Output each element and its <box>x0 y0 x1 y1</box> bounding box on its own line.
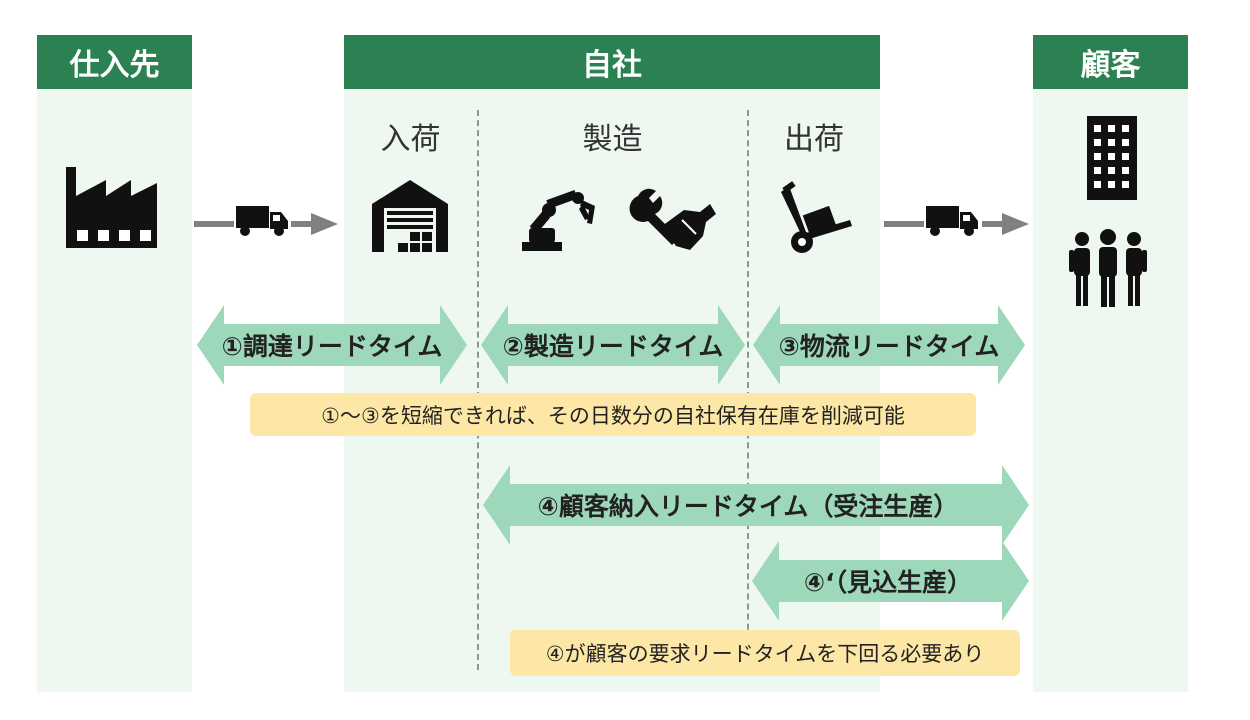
stage-manufacturing: 製造 <box>582 122 643 157</box>
note-reduce-inventory: ①～③を短縮できれば、その日数分の自社保有在庫を削減可能 <box>250 393 976 436</box>
manufacturing-lead-time-label: ②製造リードタイム <box>503 332 724 361</box>
supplier-column <box>37 35 192 692</box>
divider-manufacturing-shipping <box>747 110 749 670</box>
logistics-lead-time-arrow: ③物流リードタイム <box>753 305 1025 385</box>
forecast-lead-time-arrow: ④‘（見込生産） <box>752 541 1029 621</box>
office-building-icon <box>1087 116 1137 200</box>
procurement-lead-time-label: ①調達リードタイム <box>222 332 443 361</box>
procurement-lead-time-arrow: ①調達リードタイム <box>197 305 467 385</box>
forecast-lead-time-label: ④‘（見込生産） <box>804 568 972 597</box>
divider-receiving-manufacturing <box>477 110 479 670</box>
delivery-lead-time-label: ④顧客納入リードタイム（受注生産） <box>538 492 959 521</box>
truck-icon <box>926 206 978 236</box>
delivery-lead-time-arrow: ④顧客納入リードタイム（受注生産） <box>483 465 1029 545</box>
note-requirement: ④が顧客の要求リードタイムを下回る必要あり <box>510 630 1020 676</box>
company-header: 自社 <box>344 35 880 89</box>
warehouse-icon <box>372 180 448 252</box>
factory-icon <box>66 167 157 248</box>
stage-receiving: 入荷 <box>380 122 441 157</box>
manufacturing-lead-time-arrow: ②製造リードタイム <box>481 305 745 385</box>
logistics-lead-time-label: ③物流リードタイム <box>779 332 1000 361</box>
supplier-header: 仕入先 <box>37 35 192 89</box>
people-icon <box>1069 229 1147 307</box>
truck-icon <box>236 206 288 236</box>
handshake-wrench-icon <box>629 188 716 250</box>
hand-truck-icon <box>781 181 852 253</box>
stage-shipping: 出荷 <box>784 122 844 157</box>
flow-arrow-inbound <box>194 213 338 235</box>
robot-arm-icon <box>522 190 595 251</box>
customer-header: 顧客 <box>1033 35 1188 89</box>
flow-arrow-outbound <box>884 213 1029 235</box>
